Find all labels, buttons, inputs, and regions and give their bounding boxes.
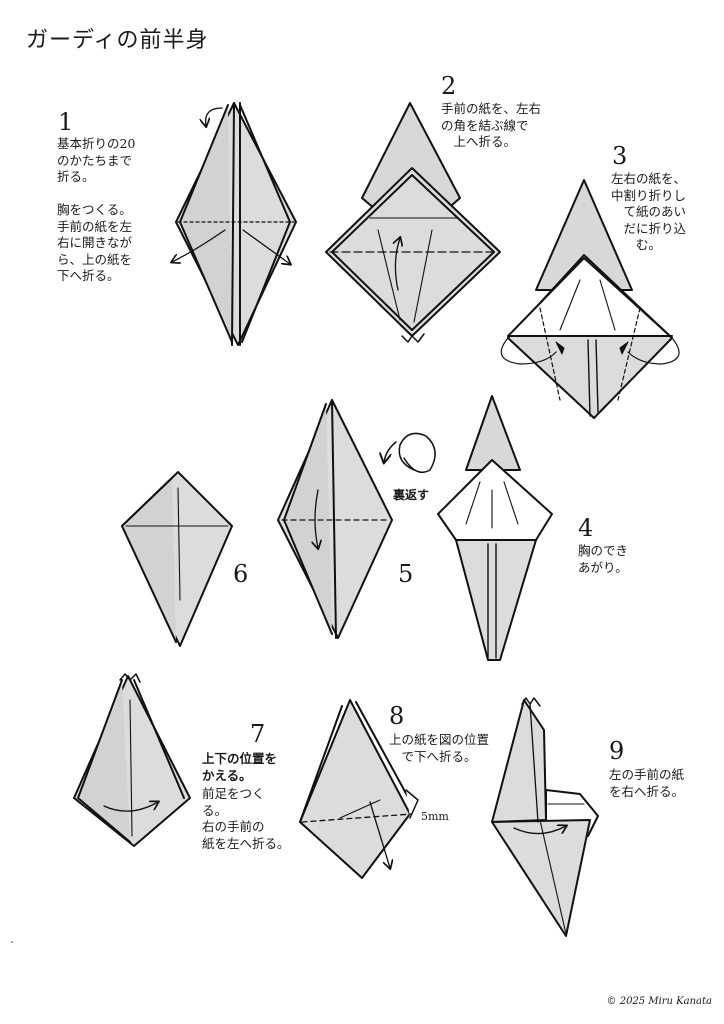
step-4-text: 胸のでき あがり。 <box>578 543 629 575</box>
step-8-figure <box>299 699 419 879</box>
step-7-number: 7 <box>250 720 266 748</box>
step-3-number: 3 <box>612 142 628 170</box>
step-2-text: 手前の紙を、左右 の角を結ぶ線で 上へ折る。 <box>441 101 542 149</box>
step-7-figure <box>73 673 191 847</box>
step-7-text: 前足をつく る。 右の手前の 紙を左へ折る。 <box>202 786 290 851</box>
step-8-number: 8 <box>389 702 405 730</box>
step-9-figure <box>491 697 599 937</box>
step-1-text: 基本折りの20 のかたちまで 折る。 胸をつくる。 手前の紙を左 右に開きなが … <box>57 136 136 283</box>
step-1-number: 1 <box>58 108 74 136</box>
step-7-bold-text: 上下の位置を かえる。 <box>202 751 278 783</box>
step-6-figure <box>121 471 233 647</box>
step-5-figure <box>277 399 393 639</box>
copyright: © 2025 Miru Kanata <box>606 996 712 1007</box>
flip-arrow <box>384 432 436 473</box>
step-3-text: 左右の紙を、 中割り折りし て紙のあい だに折り込 む。 <box>611 171 687 252</box>
step-5-number: 5 <box>398 560 414 588</box>
step-9-number: 9 <box>609 737 625 765</box>
step-6-number: 6 <box>233 560 249 588</box>
step-8-text: 上の紙を図の位置 で下へ折る。 <box>389 732 490 764</box>
step-2-figure <box>325 102 501 343</box>
step-2-number: 2 <box>441 72 457 100</box>
page-title: ガーディの前半身 <box>26 28 209 53</box>
step-4-figure <box>437 395 553 661</box>
step-9-text: 左の手前の紙 を右へ折る。 <box>609 767 685 799</box>
flip-label: 裏返す <box>393 488 430 502</box>
step-4-number: 4 <box>578 514 594 542</box>
measure-label: 5mm <box>421 810 449 823</box>
step-3-figure <box>500 179 680 419</box>
stray-mark <box>11 941 13 943</box>
step-1-figure <box>172 102 297 346</box>
